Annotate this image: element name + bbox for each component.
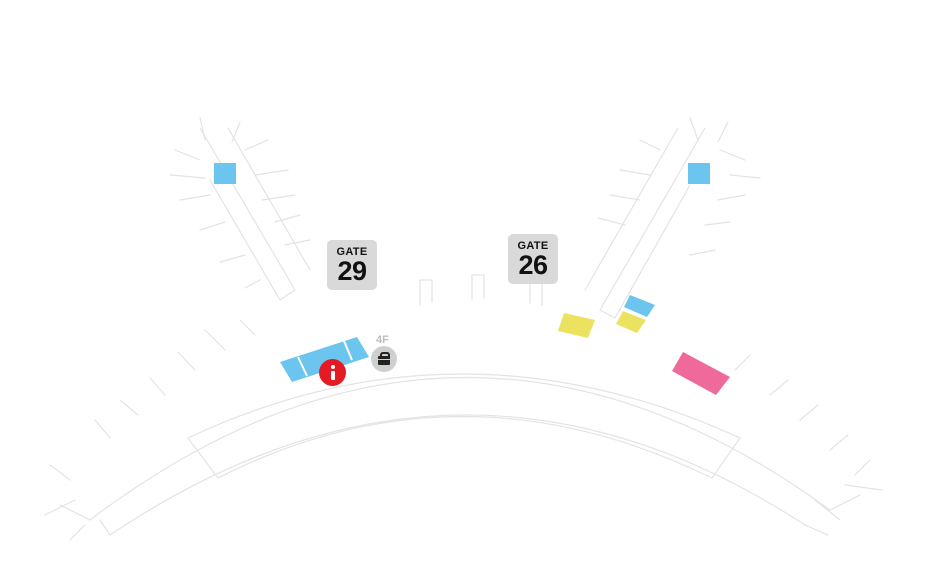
- blue-area-left-pier[interactable]: [214, 163, 236, 184]
- gate-29-sign[interactable]: GATE 29: [327, 240, 377, 290]
- bag-handle: [380, 352, 390, 358]
- info-dot: [331, 365, 335, 369]
- yellow-area-2[interactable]: [616, 311, 646, 333]
- locker-bag-icon[interactable]: [371, 346, 397, 372]
- blue-area-divider: [297, 356, 308, 377]
- gate-26-word: GATE: [517, 240, 549, 252]
- gate-26-number: 26: [518, 250, 548, 280]
- bag-lid-line: [378, 359, 390, 360]
- information-icon[interactable]: [319, 359, 346, 386]
- blue-area-divider: [343, 340, 353, 361]
- yellow-area-1[interactable]: [558, 313, 595, 338]
- info-stem: [331, 371, 335, 380]
- gate-26-sign[interactable]: GATE 26: [508, 234, 558, 284]
- floor-label: 4F: [376, 334, 389, 346]
- blue-area-right[interactable]: [624, 295, 655, 317]
- terminal-outline: [44, 117, 883, 541]
- gate-29-word: GATE: [336, 246, 368, 258]
- pink-area[interactable]: [672, 352, 730, 395]
- bag-body: [378, 356, 390, 365]
- blue-area-right-pier[interactable]: [688, 163, 710, 184]
- gate-29-number: 29: [337, 256, 367, 286]
